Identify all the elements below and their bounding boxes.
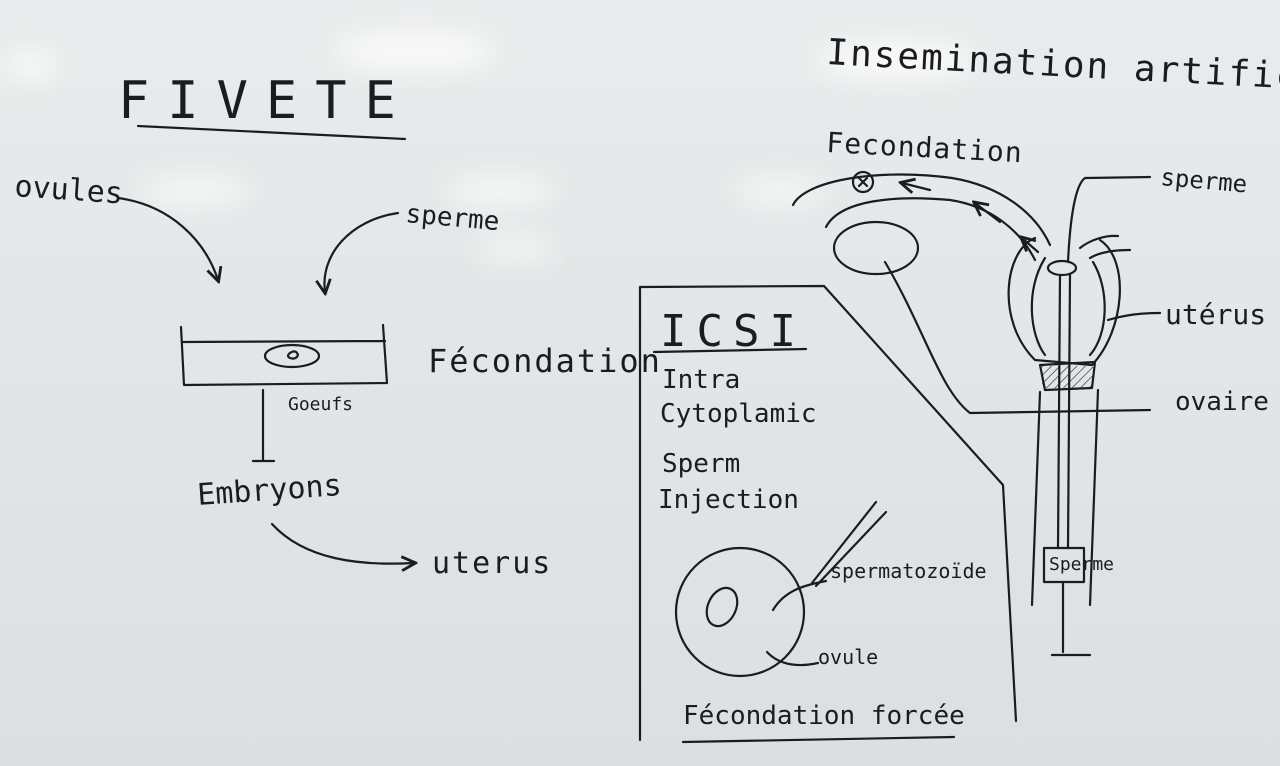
spermatozoide-label: spermatozoïde bbox=[830, 559, 987, 583]
sperm-direction-arrow-1 bbox=[902, 183, 932, 190]
fivete-section: FIVETE ovules sperme Fécondation Goeufs … bbox=[13, 71, 662, 581]
icsi-footer: Fécondation forcée bbox=[683, 701, 965, 731]
ovule-pointer bbox=[765, 650, 820, 667]
syringe-label: Sperme bbox=[1049, 554, 1114, 575]
fivete-title: FIVETE bbox=[118, 71, 414, 131]
uterus-upper-right bbox=[1078, 234, 1132, 260]
uterus-cavity-target bbox=[1046, 259, 1078, 277]
fertilization-x bbox=[857, 176, 869, 188]
egg-in-dish bbox=[263, 343, 321, 369]
glare-1 bbox=[330, 30, 500, 72]
sperme-label-ia: sperme bbox=[1159, 163, 1248, 198]
catheter bbox=[1056, 273, 1072, 550]
ovaire-pointer bbox=[883, 260, 1152, 415]
icsi-line-2: Cytoplamic bbox=[660, 399, 817, 429]
icsi-line-1: Intra bbox=[662, 365, 740, 395]
embryons-to-uterus-arrow bbox=[270, 522, 414, 564]
glare-4 bbox=[445, 178, 555, 204]
uterus-label-fivete: uterus bbox=[432, 546, 552, 581]
glare-2 bbox=[810, 40, 980, 80]
ovules-arrow bbox=[116, 196, 218, 280]
icsi-footer-underline bbox=[681, 735, 956, 744]
fertilization-point bbox=[851, 170, 875, 194]
ovule-circle bbox=[674, 546, 806, 678]
sperme-pointer-ia bbox=[1066, 175, 1152, 264]
icsi-box-border bbox=[638, 284, 1018, 742]
icsi-line-3: Sperm bbox=[662, 449, 740, 479]
spermatozoide-pointer bbox=[771, 579, 828, 612]
icsi-title: ICSI bbox=[660, 306, 806, 357]
micropipette bbox=[810, 500, 888, 588]
glare-6 bbox=[475, 238, 555, 258]
glare-3 bbox=[140, 178, 250, 204]
sperme-arrow-fivete bbox=[324, 211, 400, 292]
ovule-label: ovule bbox=[818, 645, 878, 669]
glare-7 bbox=[0, 50, 60, 80]
ovule-nucleus bbox=[705, 586, 739, 628]
sperm-direction-arrow-2 bbox=[975, 203, 1002, 224]
uterus-outer bbox=[1007, 236, 1121, 367]
icsi-section: ICSI Intra Cytoplamic Sperm Injection sp… bbox=[638, 284, 1018, 744]
icsi-line-4: Injection bbox=[658, 485, 799, 515]
embryons-label: Embryons bbox=[196, 468, 343, 513]
fallopian-tube bbox=[791, 173, 1052, 262]
ovaire-label: ovaire bbox=[1175, 387, 1269, 417]
uterus-label-ia: utérus bbox=[1165, 298, 1266, 331]
sperm-direction-arrow-3 bbox=[1022, 238, 1040, 254]
fivete-title-underline bbox=[136, 124, 407, 141]
petri-dish bbox=[179, 323, 389, 387]
ovary-shape bbox=[832, 220, 920, 276]
icsi-title-underline bbox=[652, 347, 808, 354]
uterus-pointer bbox=[1106, 311, 1162, 322]
oeufs-label: Goeufs bbox=[288, 394, 353, 415]
glare-5 bbox=[735, 180, 825, 204]
egg-nucleus bbox=[286, 350, 300, 360]
ovules-label: ovules bbox=[13, 169, 124, 211]
cervix-hatch bbox=[1042, 366, 1093, 388]
vaginal-canal bbox=[1030, 388, 1100, 607]
syringe-plunger bbox=[1050, 580, 1092, 657]
fecondation-label-ia: Fecondation bbox=[826, 126, 1024, 169]
uterus-inner bbox=[1030, 256, 1106, 357]
dish-to-embryons-line bbox=[251, 388, 276, 463]
insemination-title: Insemination artificielle bbox=[826, 32, 1280, 104]
fecondation-label-fivete: Fécondation bbox=[428, 342, 662, 380]
sperme-label-fivete: sperme bbox=[404, 199, 500, 237]
